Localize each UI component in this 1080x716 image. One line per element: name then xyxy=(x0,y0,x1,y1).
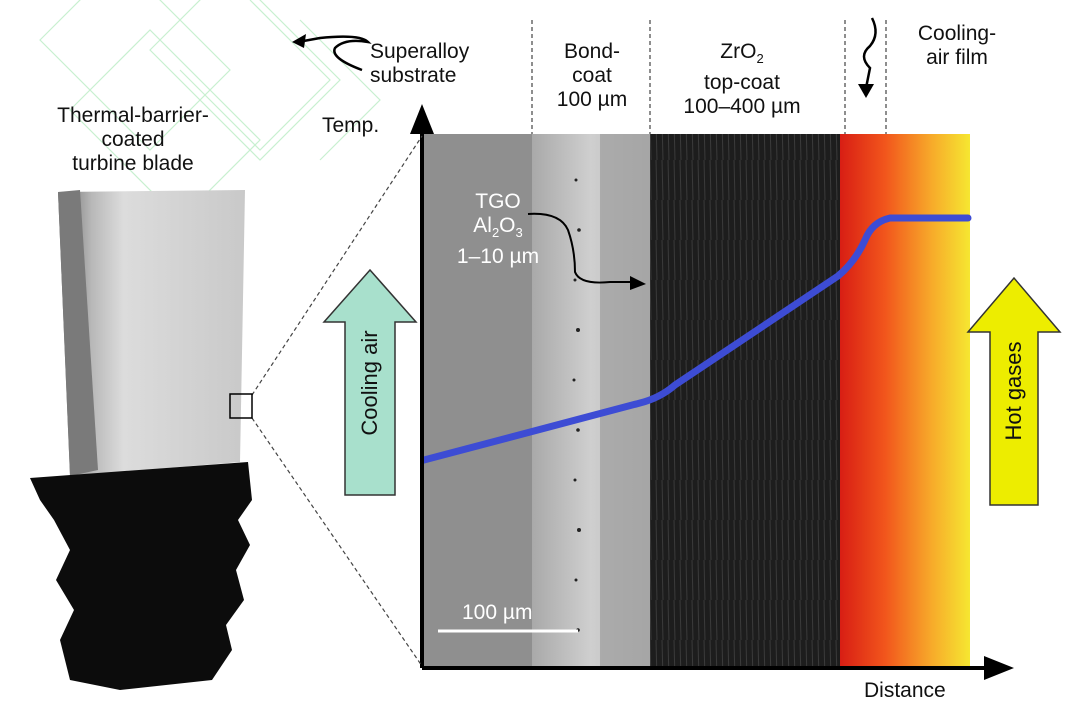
blade-leading-edge xyxy=(58,190,98,476)
micrograph xyxy=(422,134,970,668)
cooling-film-label: Cooling- air film xyxy=(902,22,1012,70)
bondcoat-label: Bond- coat 100 µm xyxy=(542,40,642,112)
zoom-box xyxy=(229,393,253,419)
blade-label-line1: Thermal-barrier- xyxy=(57,104,209,127)
bondcoat-label-line2: coat xyxy=(572,64,612,87)
blade-label-line2: coated xyxy=(101,128,165,151)
tgo-label-line3: 1–10 µm xyxy=(456,245,540,269)
blade-label-line3: turbine blade xyxy=(72,152,194,175)
topcoat-formula: ZrO2 xyxy=(720,40,764,67)
superalloy-label-line2: substrate xyxy=(370,64,457,87)
tgo-dots xyxy=(572,178,581,632)
blade-root xyxy=(30,462,252,690)
tgo-squiggle-arrow xyxy=(527,212,636,284)
bondcoat-label-line1: Bond- xyxy=(563,40,621,63)
squiggle-arrows xyxy=(292,17,877,290)
superalloy-label: Superalloy substrate xyxy=(370,40,469,88)
blade-label: Thermal-barrier- coated turbine blade xyxy=(28,104,238,176)
cooling-air-arrow xyxy=(322,268,418,496)
temp-axis-label: Temp. xyxy=(322,114,380,137)
cooling-film-label-line1: Cooling- xyxy=(917,22,997,45)
scale-bar-label: 100 µm xyxy=(462,601,533,624)
layer-boundaries xyxy=(251,20,887,667)
substrate-squiggle-arrow xyxy=(297,35,372,72)
tgo-label: TGO Al2O3 1–10 µm xyxy=(448,190,548,269)
tgo-formula: Al2O3 xyxy=(473,214,523,241)
cooling-film-layer xyxy=(840,134,970,668)
substrate-layer xyxy=(422,134,532,668)
superalloy-label-line1: Superalloy xyxy=(370,40,470,63)
hot-gases-arrow xyxy=(966,276,1062,506)
watermark xyxy=(39,0,381,221)
axes xyxy=(410,104,1014,680)
hot-gases-label: Hot gases xyxy=(1001,341,1026,441)
distance-axis-label: Distance xyxy=(864,679,946,702)
topcoat-label-line3: 100–400 µm xyxy=(683,95,801,119)
temp-axis-arrowhead xyxy=(410,104,434,134)
topcoat-layer xyxy=(650,134,842,668)
distance-axis-arrowhead xyxy=(984,656,1014,680)
topcoat-label: ZrO2 top-coat 100–400 µm xyxy=(662,40,822,119)
zoom-line-bottom xyxy=(251,417,423,667)
cooling-film-label-line2: air film xyxy=(926,46,988,69)
tgo-label-line1: TGO xyxy=(475,190,521,213)
blade-airfoil xyxy=(58,190,245,476)
film-squiggle-arrow xyxy=(862,17,877,89)
zoom-line-top xyxy=(251,135,423,396)
bondcoat-label-line3: 100 µm xyxy=(556,88,628,111)
cooling-air-label: Cooling air xyxy=(357,330,382,436)
temperature-curve xyxy=(420,214,972,464)
topcoat-label-line2: top-coat xyxy=(704,71,780,95)
turbine-blade xyxy=(30,190,253,690)
